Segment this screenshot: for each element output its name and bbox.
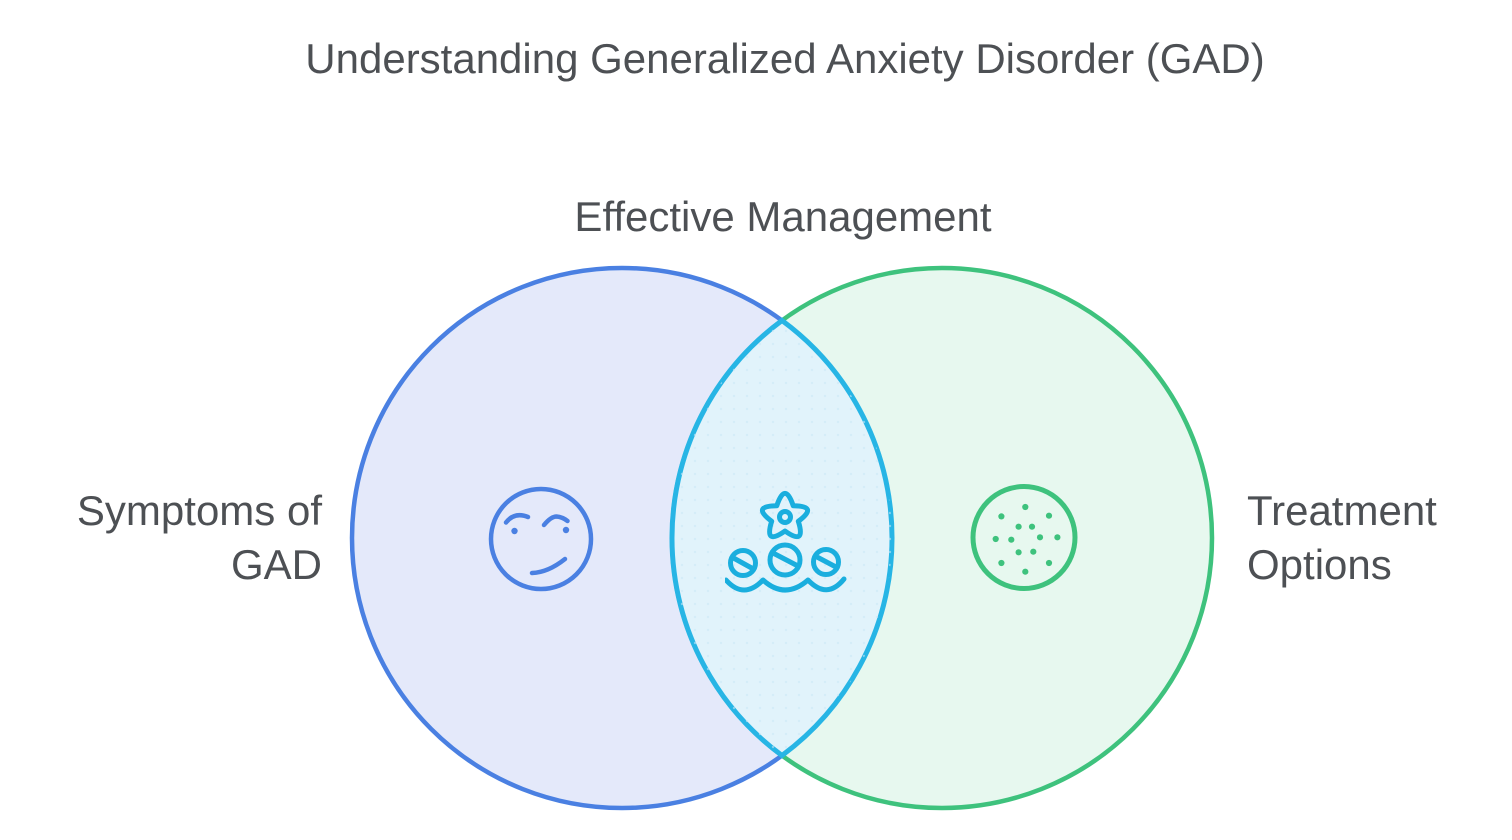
intersection-label: Effective Management — [574, 193, 992, 240]
gear-hub — [777, 509, 793, 525]
right-set-label: Treatment Options — [1247, 484, 1512, 592]
right-set-label-line1: Treatment — [1247, 487, 1437, 534]
pill-icon — [970, 484, 1078, 591]
right-person-head — [811, 547, 841, 577]
shoulders-wave — [725, 576, 847, 593]
team-gear-icon — [725, 490, 847, 593]
center-person-head — [767, 542, 803, 578]
gear-icon — [760, 490, 810, 540]
right-eye — [562, 526, 570, 534]
pill-outline — [970, 484, 1078, 591]
worried-face-icon — [488, 486, 594, 592]
right-eyebrow — [541, 514, 570, 528]
left-eyebrow — [503, 512, 531, 525]
left-head-stripe — [731, 555, 755, 571]
intersection-lens-dots — [671, 320, 893, 756]
center-head-stripe — [770, 550, 800, 568]
right-head-stripe — [815, 555, 838, 569]
left-person-head — [728, 548, 758, 578]
left-set-label-line1: Symptoms of — [76, 487, 322, 534]
frown-mouth — [529, 556, 568, 576]
pill-dots — [992, 503, 1061, 575]
left-set-label: Symptoms of GAD — [40, 484, 322, 592]
page-title: Understanding Generalized Anxiety Disord… — [305, 35, 1265, 82]
right-set-label-line2: Options — [1247, 541, 1392, 588]
face-outline — [488, 486, 594, 592]
left-eye — [511, 527, 518, 535]
left-set-label-line2: GAD — [230, 541, 322, 588]
